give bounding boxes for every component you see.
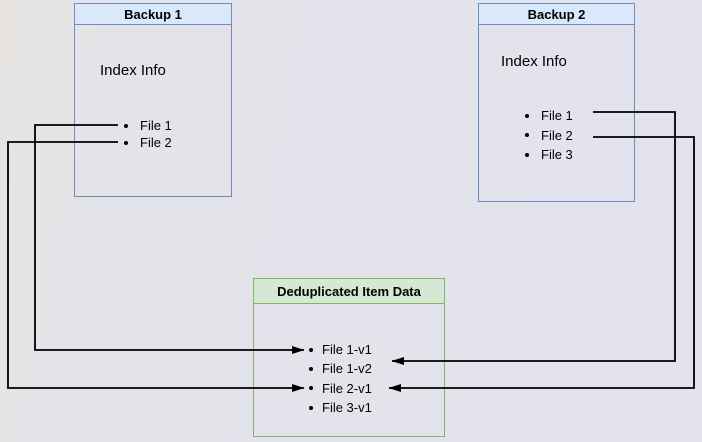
backup2-file3-label: File 3 (541, 147, 573, 163)
backup1-box: Backup 1 Index Info File 1 File 2 (74, 3, 232, 197)
list-item: File 3-v1 (309, 398, 372, 417)
list-item: File 1 (525, 106, 573, 126)
bullet-icon (525, 113, 529, 118)
backup1-file2-label: File 2 (140, 135, 172, 150)
backup2-index-info-label: Index Info (501, 53, 567, 70)
backup1-header: Backup 1 (75, 4, 231, 25)
backup2-box: Backup 2 Index Info File 1 File 2 File 3 (478, 3, 635, 202)
bullet-icon (525, 152, 529, 157)
list-item: File 1-v2 (309, 359, 372, 378)
bullet-icon (309, 366, 313, 371)
list-item: File 1 (124, 117, 172, 134)
list-item: File 1-v1 (309, 340, 372, 359)
backup1-title: Backup 1 (124, 6, 182, 22)
backup1-file1-label: File 1 (140, 118, 172, 133)
dedup-file1-v2-label: File 1-v2 (322, 361, 372, 377)
dedup-file3-v1-label: File 3-v1 (322, 400, 372, 416)
bullet-icon (309, 347, 313, 352)
bullet-icon (124, 123, 128, 128)
backup2-title: Backup 2 (527, 6, 586, 22)
backup1-index-info-label: Index Info (100, 62, 166, 79)
dedup-file1-v1-label: File 1-v1 (322, 342, 372, 358)
list-item: File 2-v1 (309, 379, 372, 398)
dedup-title: Deduplicated Item Data (277, 283, 421, 299)
list-item: File 3 (525, 145, 573, 165)
bullet-icon (309, 386, 313, 391)
dedup-box: Deduplicated Item Data File 1-v1 File 1-… (253, 278, 445, 437)
bullet-icon (309, 405, 313, 410)
backup2-file2-label: File 2 (541, 127, 573, 143)
list-item: File 2 (525, 126, 573, 146)
dedup-file2-v1-label: File 2-v1 (322, 380, 372, 396)
bullet-icon (124, 140, 128, 145)
bullet-icon (525, 133, 529, 138)
backup2-header: Backup 2 (479, 4, 634, 25)
dedup-header: Deduplicated Item Data (254, 279, 444, 304)
backup2-file1-label: File 1 (541, 108, 573, 124)
backup2-file-list: File 1 File 2 File 3 (525, 106, 573, 165)
list-item: File 2 (124, 134, 172, 151)
dedup-item-list: File 1-v1 File 1-v2 File 2-v1 File 3-v1 (309, 340, 372, 417)
backup1-file-list: File 1 File 2 (124, 117, 172, 151)
